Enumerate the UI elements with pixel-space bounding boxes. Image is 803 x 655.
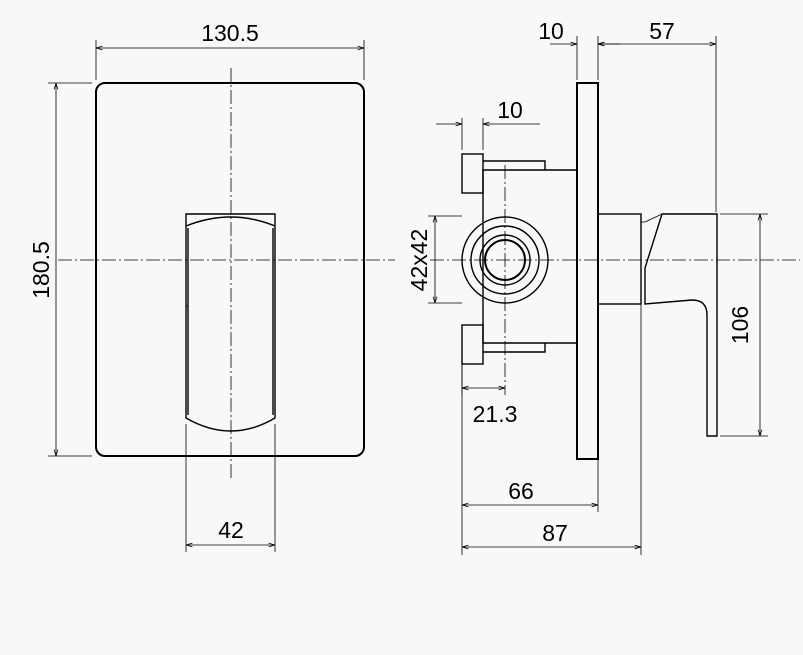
lever-front: [185, 213, 276, 432]
dim-plate-height: 180.5: [28, 241, 54, 299]
dim-plate-width: 130.5: [201, 20, 259, 46]
front-view: 130.5 180.5 42: [28, 20, 395, 552]
cover-plate: [95, 82, 365, 457]
dim-total-depth: 87: [542, 520, 568, 546]
dim-lever-projection: 57: [649, 18, 675, 44]
dim-body-depth: 66: [508, 478, 534, 504]
valve-body: [482, 169, 577, 344]
side-view: 10 57 10 42x42 21.3 66 87 106: [406, 18, 800, 555]
dim-inlet-offset: 21.3: [473, 401, 518, 427]
dim-lever-width: 42: [218, 517, 244, 543]
side-plate: [576, 82, 599, 460]
nut-top: [461, 153, 484, 194]
nut-bottom: [461, 324, 484, 365]
dim-body-size: 42x42: [406, 229, 432, 292]
dim-nut-width: 10: [497, 97, 523, 123]
escutcheon-body: [597, 213, 642, 305]
dim-plate-thickness: 10: [538, 18, 564, 44]
lever-side: [644, 213, 718, 437]
dim-lever-length: 106: [727, 306, 753, 344]
lever-front-face: [185, 216, 276, 227]
